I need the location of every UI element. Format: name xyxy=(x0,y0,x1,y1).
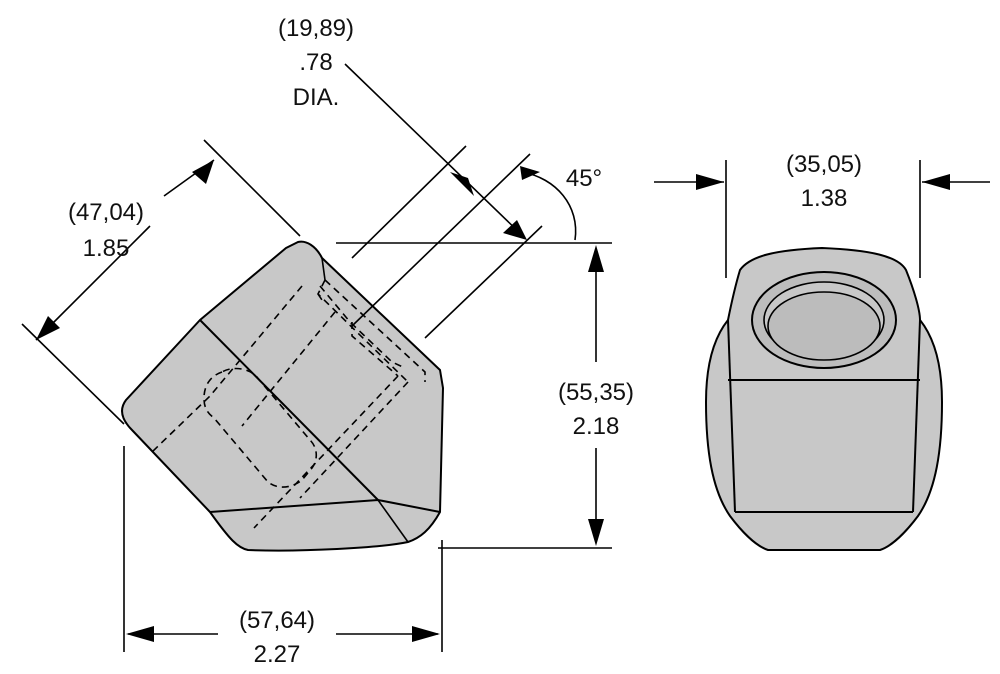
bore-hole xyxy=(767,291,881,361)
overall-width-metric-label: (57,64) xyxy=(239,607,315,634)
hidden-bore-lower xyxy=(241,311,409,529)
dim-overall-height xyxy=(438,245,612,549)
hidden-bore-left xyxy=(151,285,303,453)
bore-dia-metric-label: (19,89) xyxy=(278,15,354,42)
overall-width-imperial-label: 2.27 xyxy=(254,641,301,668)
bore-dia-suffix-label: DIA. xyxy=(293,84,340,111)
side-view-base-edge xyxy=(377,499,409,543)
end-view-right-face-edge xyxy=(912,319,921,513)
bore-dia-imperial-label: .78 xyxy=(299,49,332,76)
overall-height-metric-label: (55,35) xyxy=(558,379,634,406)
hidden-slot xyxy=(203,367,318,488)
end-view-left-face-edge xyxy=(727,319,736,513)
side-view xyxy=(121,240,444,552)
side-view-front-edge xyxy=(199,319,379,501)
dim-end-width xyxy=(654,160,990,278)
side-view-top-edge xyxy=(321,257,326,281)
hidden-bore-inner xyxy=(319,285,406,377)
dim-bore-diameter xyxy=(344,63,543,339)
end-width-imperial-label: 1.38 xyxy=(801,185,848,212)
side-view-body xyxy=(121,240,444,552)
dim-overall-width xyxy=(123,446,443,652)
side-length-imperial-label: 1.85 xyxy=(83,235,130,262)
angle-label: 45° xyxy=(566,165,602,192)
dim-side-length xyxy=(21,139,301,425)
end-width-metric-label: (35,05) xyxy=(786,151,862,178)
dim-angle xyxy=(336,166,612,244)
overall-height-imperial-label: 2.18 xyxy=(573,413,620,440)
hidden-bore-outer xyxy=(317,279,426,383)
end-view xyxy=(705,247,943,551)
side-length-metric-label: (47,04) xyxy=(68,199,144,226)
